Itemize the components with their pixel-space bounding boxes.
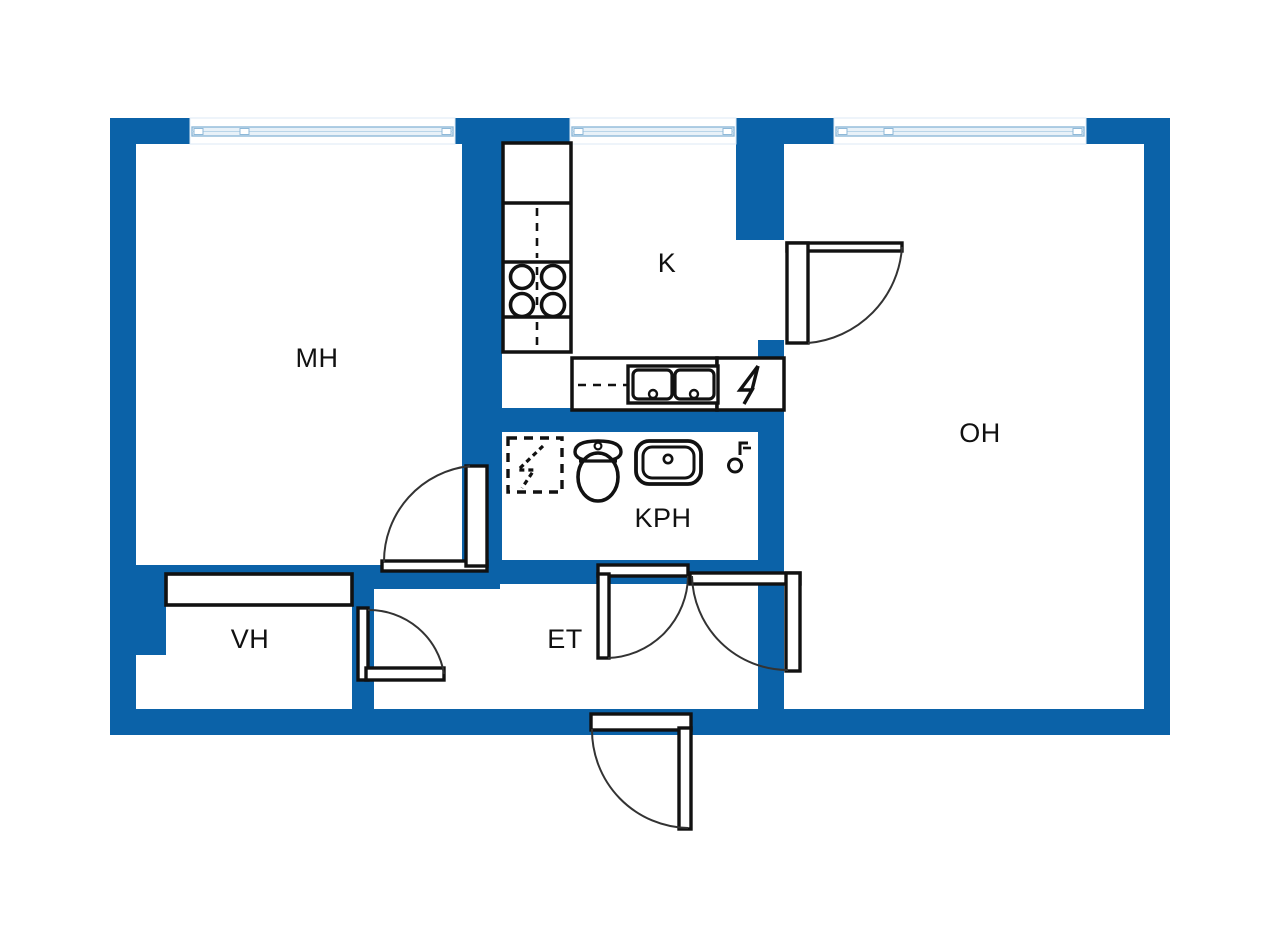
wall-interior-kitchen-kph: [462, 408, 784, 432]
washer-space-dashed: [506, 436, 564, 494]
kitchen-cabinet-column: [501, 141, 573, 354]
window-kitchen: [569, 117, 737, 145]
room-label-k: K: [658, 248, 677, 278]
room-label-et: ET: [547, 624, 583, 654]
door-mh-to-et[interactable]: [380, 464, 489, 573]
wall-interior-mh-kitchen: [462, 118, 502, 428]
windows-group: [189, 117, 1087, 145]
window-oh: [833, 117, 1087, 145]
door-vh[interactable]: [356, 606, 446, 682]
wall-interior-kitchen-oh: [736, 118, 784, 240]
door-kph[interactable]: [596, 563, 690, 660]
room-label-oh: OH: [959, 418, 1001, 448]
door-kitchen-to-oh[interactable]: [785, 241, 904, 345]
wall-exterior-left-upper: [110, 118, 136, 565]
kitchen-sink: [626, 364, 720, 405]
room-labels-group: MH K OH KPH ET VH: [231, 248, 1001, 654]
toilet-icon: [573, 439, 623, 503]
window-mh: [189, 117, 456, 145]
kitchen-fixtures-group: [501, 141, 786, 412]
wardrobe-vh: [164, 572, 354, 607]
lightning-bolt-icon: [736, 364, 760, 405]
room-label-kph: KPH: [634, 503, 691, 533]
room-label-vh: VH: [231, 624, 270, 654]
door-et-to-oh[interactable]: [688, 571, 802, 673]
bathroom-fixtures-group: [506, 436, 751, 503]
wall-interior-et-oh: [758, 560, 784, 735]
room-label-mh: MH: [296, 343, 339, 373]
door-entrance[interactable]: [589, 712, 693, 831]
faucet-icon: [727, 441, 751, 474]
stove-burners: [508, 263, 567, 319]
doors-group: [356, 241, 904, 831]
washbasin-icon: [634, 439, 703, 486]
wall-exterior-right: [1144, 118, 1170, 735]
